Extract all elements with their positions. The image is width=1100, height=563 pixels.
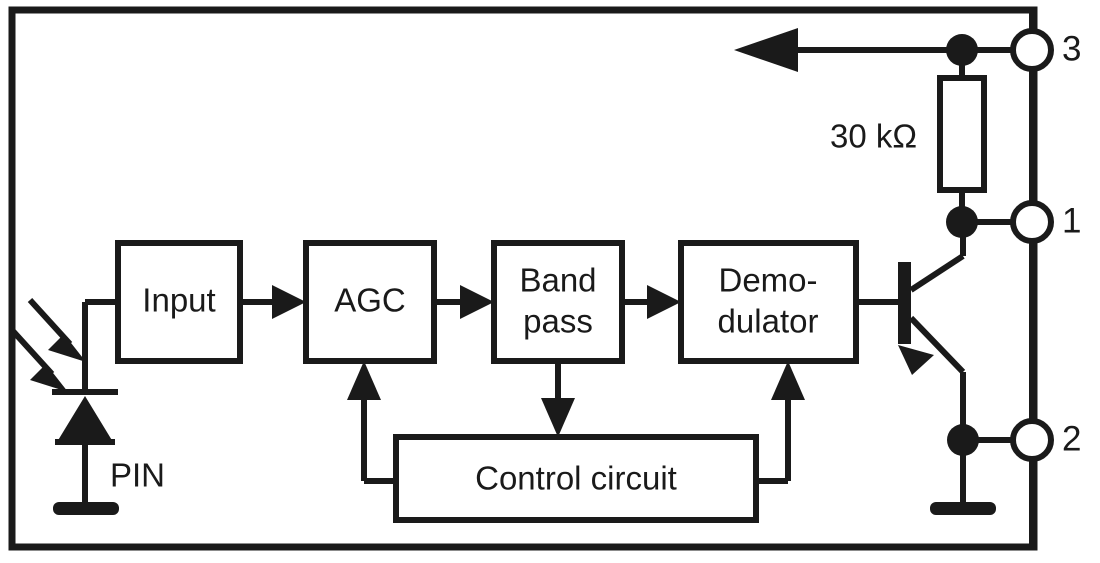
pin-1-label: 1	[1062, 201, 1081, 240]
block-agc[interactable]: AGC	[303, 240, 437, 364]
output-signal-arrow	[734, 28, 962, 72]
block-input-rect[interactable]	[115, 240, 243, 364]
block-control-circuit-label: Control circuit	[475, 460, 677, 497]
block-bandpass-label-line2: pass	[523, 303, 593, 340]
junction-dot-pin3	[946, 34, 978, 66]
feedback-control-to-agc	[347, 361, 396, 484]
block-input[interactable]: Input	[115, 240, 243, 364]
block-bandpass-label-line1: Band	[519, 262, 596, 299]
ground-symbol	[53, 502, 119, 515]
ground-symbol-right	[930, 502, 996, 515]
arrow-bandpass-to-demodulator	[622, 285, 681, 319]
pin-3-group[interactable]: 3	[946, 28, 1081, 72]
pin-3-label: 3	[1062, 29, 1081, 68]
block-agc-rect[interactable]	[303, 240, 437, 364]
block-demodulator-label-line1: Demo-	[718, 262, 817, 299]
transistor-base-bar	[898, 262, 911, 344]
block-input-label: Input	[142, 282, 215, 319]
pin-2-group[interactable]: 2	[930, 418, 1081, 515]
block-demodulator-label-line2: dulator	[718, 303, 819, 340]
block-demodulator[interactable]: Demo- dulator	[678, 240, 859, 364]
pin-diode-label: PIN	[110, 457, 165, 494]
block-agc-label: AGC	[334, 282, 406, 319]
junction-dot-pin1	[946, 206, 978, 238]
pin-1-group[interactable]: 1	[946, 200, 1081, 244]
feedback-control-to-demodulator	[756, 361, 805, 484]
resistor-value-label: 30 kΩ	[830, 118, 917, 155]
pin-1-terminal[interactable]	[1010, 200, 1054, 244]
pin-2-label: 2	[1062, 419, 1081, 458]
incoming-light-arrows	[9, 297, 86, 392]
pin-3-terminal[interactable]	[1010, 28, 1054, 72]
block-bandpass[interactable]: Band pass	[491, 240, 625, 364]
block-control-circuit[interactable]: Control circuit	[393, 434, 759, 523]
arrow-bandpass-to-control	[541, 361, 575, 437]
arrow-agc-to-bandpass	[434, 285, 494, 319]
resistor-body	[937, 75, 987, 193]
pin-2-terminal[interactable]	[1010, 418, 1054, 462]
pin-photodiode	[52, 302, 119, 515]
arrow-input-to-agc	[240, 285, 306, 319]
resistor-30k	[937, 50, 987, 222]
npn-transistor	[856, 222, 966, 440]
transistor-emitter-arrow	[898, 345, 934, 375]
